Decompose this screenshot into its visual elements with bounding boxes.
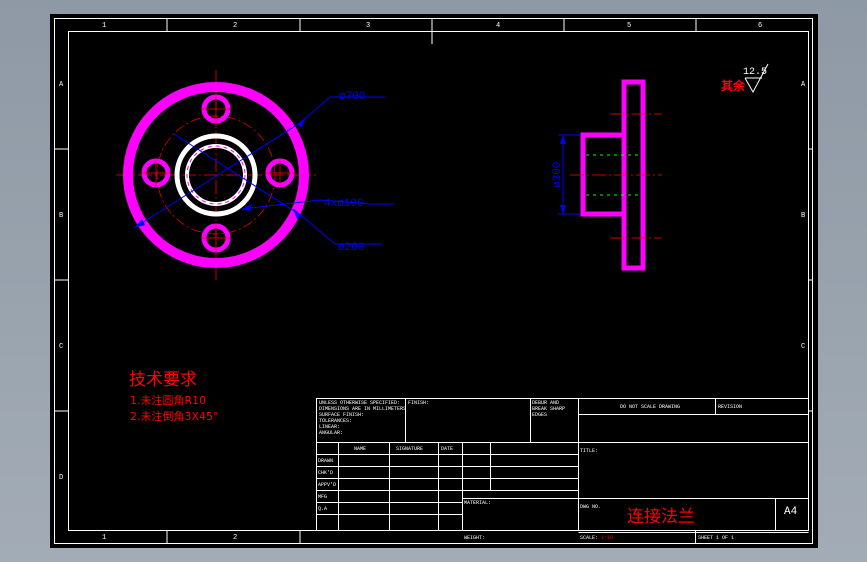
do-not-scale: DO NOT SCALE DRAWING bbox=[620, 404, 680, 410]
row-qa: Q.A bbox=[318, 506, 327, 512]
front-view: ø700 4xø100 ø200 bbox=[116, 70, 394, 280]
hub-bore-hidden bbox=[186, 145, 246, 205]
zone-ticks bbox=[54, 18, 813, 544]
scale-value: 1:10 bbox=[601, 535, 613, 541]
general-note: TOLERANCES: bbox=[319, 418, 352, 424]
front-dimension-leaders bbox=[133, 96, 394, 245]
row-label-left: A bbox=[59, 81, 64, 89]
hub-outer bbox=[174, 133, 258, 217]
front-dimension-arrows bbox=[134, 117, 306, 228]
leader-outer-dia bbox=[133, 96, 385, 229]
col-name: NAME bbox=[354, 446, 366, 452]
general-note: LINEAR: bbox=[319, 424, 340, 430]
general-note: DIMENSIONS ARE IN MILLIMETERS bbox=[319, 406, 406, 412]
dwg-label: DWG NO. bbox=[580, 504, 601, 510]
leader-holes bbox=[241, 199, 394, 210]
col-label-top: 6 bbox=[758, 22, 762, 30]
general-note: UNLESS OTHERWISE SPECIFIED: bbox=[319, 400, 400, 406]
surface-finish-symbol: 其余 12.5 bbox=[721, 63, 769, 94]
title-label: TITLE: bbox=[580, 448, 598, 454]
row-mfg: MFG bbox=[318, 494, 327, 500]
leader-inner-dia bbox=[173, 133, 382, 245]
sheet-label: SHEET 1 OF 1 bbox=[698, 535, 734, 541]
col-label-top: 2 bbox=[233, 22, 237, 30]
col-label-bottom: 1 bbox=[102, 534, 106, 542]
finish-prefix: 其余 bbox=[721, 78, 746, 93]
col-label-top: 4 bbox=[496, 22, 500, 30]
row-label-left: C bbox=[59, 343, 63, 351]
dim-holes: 4xø100 bbox=[324, 198, 364, 210]
drawing-canvas: 1 2 3 4 5 6 1 2 A B C D A B C bbox=[50, 14, 818, 548]
row-appvd: APPV'D bbox=[318, 482, 336, 488]
hub-boss-side bbox=[580, 132, 624, 217]
col-label-bottom: 2 bbox=[233, 534, 237, 542]
dim-inner-dia: ø200 bbox=[338, 242, 364, 254]
row-chkd: CHK'D bbox=[318, 470, 333, 476]
general-note: SURFACE FINISH: bbox=[319, 412, 364, 418]
deburr-note: EDGES bbox=[532, 412, 547, 418]
hidden-bore-lines bbox=[586, 154, 640, 196]
title-block: UNLESS OTHERWISE SPECIFIED: DIMENSIONS A… bbox=[316, 398, 809, 544]
hole-centerlines bbox=[142, 95, 294, 252]
drawing-name: 连接法兰 bbox=[627, 507, 695, 527]
row-label-right: B bbox=[801, 212, 805, 220]
col-label-top: 1 bbox=[102, 22, 106, 30]
front-dims: ø700 4xø100 ø200 bbox=[324, 91, 365, 254]
weight-label: WEIGHT: bbox=[464, 535, 485, 541]
notes-item: 2.未注倒角3X45° bbox=[130, 409, 219, 423]
finish-value: 12.5 bbox=[743, 67, 767, 78]
flange-outer-ring bbox=[123, 82, 309, 268]
finish-label: FINISH: bbox=[408, 400, 429, 406]
general-note: ANGULAR: bbox=[319, 430, 343, 436]
col-date: DATE bbox=[441, 446, 453, 452]
col-label-top: 3 bbox=[366, 22, 370, 30]
sheet-size: A4 bbox=[784, 506, 798, 518]
row-drawn: DRAWN bbox=[318, 458, 333, 464]
side-centerlines bbox=[570, 113, 662, 239]
technical-notes: 技术要求 1.未注圆角R10 2.未注倒角3X45° bbox=[129, 370, 219, 423]
scale-label: SCALE: bbox=[580, 535, 598, 541]
finish-check-icon bbox=[744, 63, 769, 94]
row-label-right: A bbox=[801, 81, 806, 89]
col-label-top: 5 bbox=[627, 22, 631, 30]
row-label-right: C bbox=[801, 343, 805, 351]
deburr-note: BREAK SHARP bbox=[532, 406, 565, 412]
cad-drawing: 1 2 3 4 5 6 1 2 A B C D A B C bbox=[54, 18, 813, 544]
row-label-left: B bbox=[59, 212, 63, 220]
dim-hub-dia: ø300 bbox=[552, 162, 564, 188]
zone-labels: 1 2 3 4 5 6 1 2 A B C D A B C bbox=[59, 22, 806, 542]
revision-label: REVISION bbox=[718, 404, 742, 410]
bolt-holes bbox=[141, 94, 295, 253]
deburr-note: DEBUR AND bbox=[532, 400, 559, 406]
dim-outer-dia: ø700 bbox=[339, 91, 365, 103]
row-label-left: D bbox=[59, 474, 63, 482]
side-dim-lines bbox=[558, 134, 581, 215]
side-view: ø300 bbox=[552, 79, 662, 271]
outer-frame bbox=[54, 18, 813, 544]
col-signature: SIGNATURE bbox=[396, 446, 423, 452]
side-dim-arrows bbox=[560, 135, 566, 214]
notes-title: 技术要求 bbox=[129, 370, 197, 390]
notes-item: 1.未注圆角R10 bbox=[130, 393, 206, 407]
material-label: MATERIAL: bbox=[464, 500, 491, 506]
